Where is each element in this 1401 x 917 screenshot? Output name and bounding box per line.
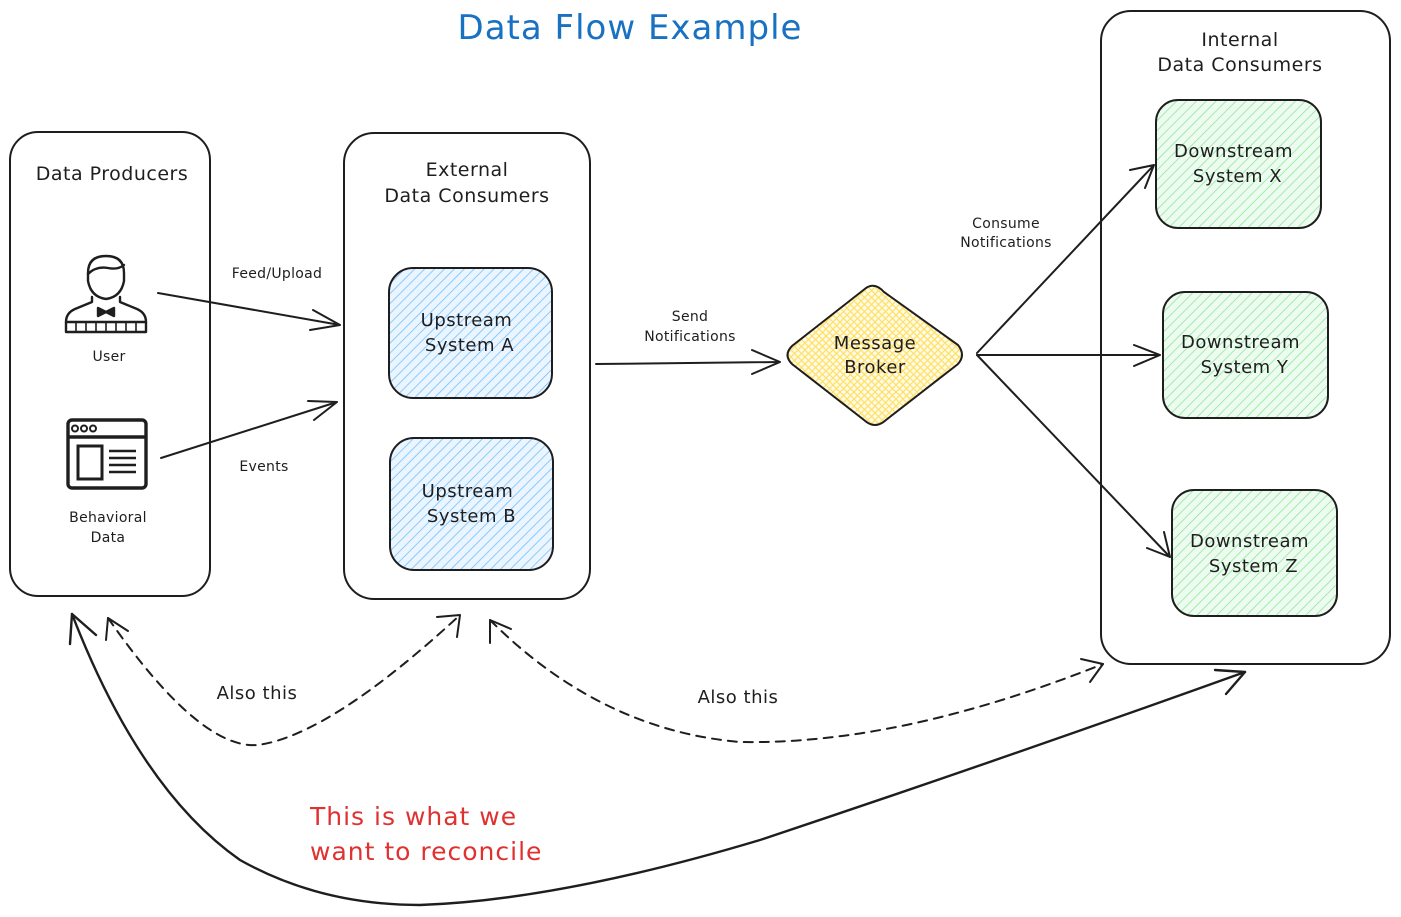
downstream-x-label-line1: Downstream: [1173, 141, 1294, 162]
upstream-system-b-box[interactable]: [389, 437, 554, 571]
arrow-external-to-broker: [595, 349, 781, 375]
behavioral-label-line2: Data: [90, 530, 126, 546]
consume-notifications-label-line2: Notifications: [960, 235, 1052, 251]
upstream-b-label-line1: Upstream: [421, 481, 514, 502]
dashed-arrow-external-internal: [489, 619, 1104, 744]
reconcile-arrowhead-right: [1213, 668, 1247, 696]
internal-group-label-line1: Internal: [1201, 29, 1279, 51]
upstream-b-label-line2: System B: [426, 506, 517, 527]
events-label: Events: [239, 459, 289, 475]
upstream-a-label-line2: System A: [424, 335, 515, 356]
browser-window-icon: [66, 418, 148, 490]
dashed-arrowhead: [105, 617, 129, 641]
reconcile-annotation-line1: This is what we: [310, 802, 518, 831]
broker-label-line1: Message: [833, 333, 917, 354]
downstream-z-label-line1: Downstream: [1189, 531, 1310, 552]
external-group-label-line1: External: [425, 159, 509, 181]
dashed-arrowhead: [436, 614, 461, 638]
send-notifications-label-line1: Send: [671, 309, 709, 325]
data-producers-group[interactable]: [9, 131, 211, 597]
arrow-broker-to-x: [976, 164, 1155, 354]
reconcile-arrowhead-left: [68, 612, 98, 646]
feed-upload-label: Feed/Upload: [231, 266, 323, 282]
external-group-label-line2: Data Consumers: [384, 185, 550, 207]
downstream-y-label-line1: Downstream: [1180, 332, 1301, 353]
diagram-title: Data Flow Example: [457, 8, 803, 48]
downstream-z-label-line2: System Z: [1208, 556, 1299, 577]
broker-label-line2: Broker: [844, 357, 906, 378]
downstream-y-label-line2: System Y: [1200, 357, 1289, 378]
internal-consumers-group[interactable]: [1100, 10, 1391, 665]
dashed-arrow-producers-external: [107, 614, 461, 747]
internal-group-label-line2: Data Consumers: [1157, 54, 1323, 76]
downstream-x-label-line2: System X: [1192, 166, 1283, 187]
also-this-label-right: Also this: [697, 687, 779, 708]
user-icon: [64, 254, 148, 334]
user-label: User: [92, 349, 126, 365]
behavioral-label-line1: Behavioral: [69, 510, 147, 526]
upstream-a-label-line1: Upstream: [420, 310, 513, 331]
message-broker-diamond[interactable]: [786, 284, 963, 426]
arrow-broker-to-z: [976, 354, 1171, 558]
upstream-system-a-box[interactable]: [388, 267, 553, 399]
dashed-arrowhead: [1080, 658, 1104, 683]
reconcile-arrow: [70, 612, 1247, 907]
downstream-system-z-box[interactable]: [1171, 489, 1338, 617]
producers-group-label: Data Producers: [35, 163, 189, 185]
also-this-label-left: Also this: [216, 683, 298, 704]
arrow-behavioral-to-external: [160, 400, 338, 459]
reconcile-annotation-line2: want to reconcile: [310, 837, 543, 866]
arrow-user-to-external: [157, 292, 341, 331]
arrow-broker-to-y: [976, 344, 1161, 367]
external-consumers-group[interactable]: [343, 132, 591, 600]
downstream-system-x-box[interactable]: [1155, 99, 1322, 229]
consume-notifications-label-line1: Consume: [972, 216, 1040, 232]
dashed-arrowhead: [489, 619, 512, 644]
downstream-system-y-box[interactable]: [1162, 291, 1329, 419]
send-notifications-label-line2: Notifications: [644, 329, 736, 345]
